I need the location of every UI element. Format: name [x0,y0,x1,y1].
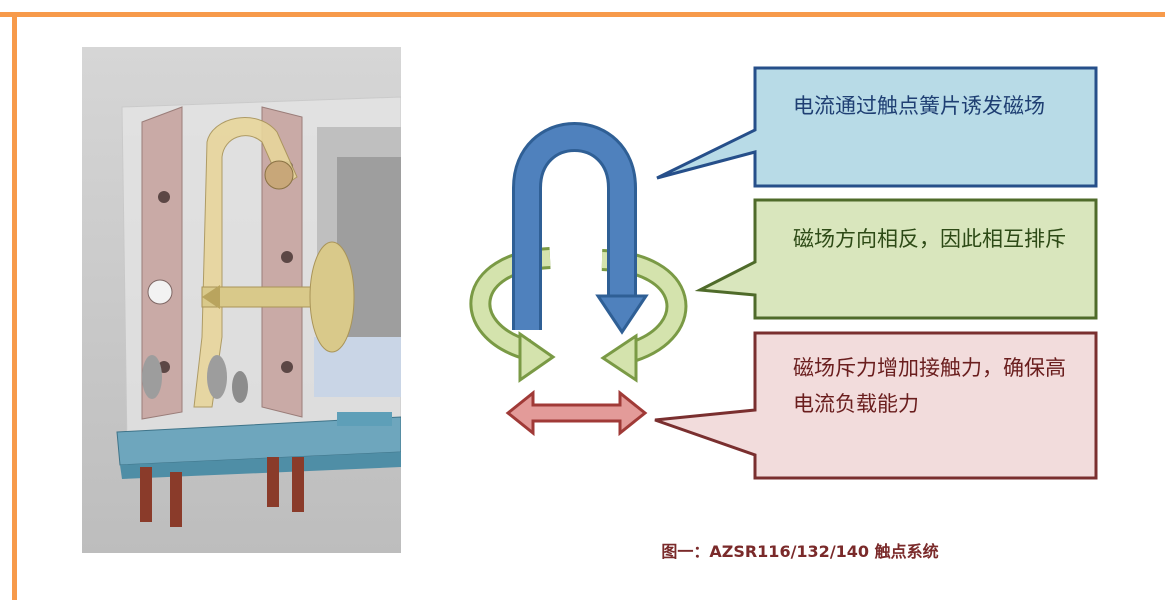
force-double-arrow [505,389,648,437]
frame-left-border [12,12,17,600]
callout-repel [694,198,1098,320]
magnetic-force-diagram [469,66,1098,480]
callout-force-text: 磁场斥力增加接触力，确保高电流负载能力 [793,356,1066,416]
callout-current [656,66,1098,188]
current-arrow [512,122,649,335]
callout-current-text: 电流通过触点簧片诱发磁场 [793,94,1045,118]
callout-force [654,331,1098,480]
frame-top-border [0,12,1165,17]
figure-caption: 图一：AZSR116/132/140 触点系统 [661,542,939,561]
callout-repel-text: 磁场方向相反，因此相互排斥 [793,227,1066,251]
relay-illustration [82,47,401,553]
